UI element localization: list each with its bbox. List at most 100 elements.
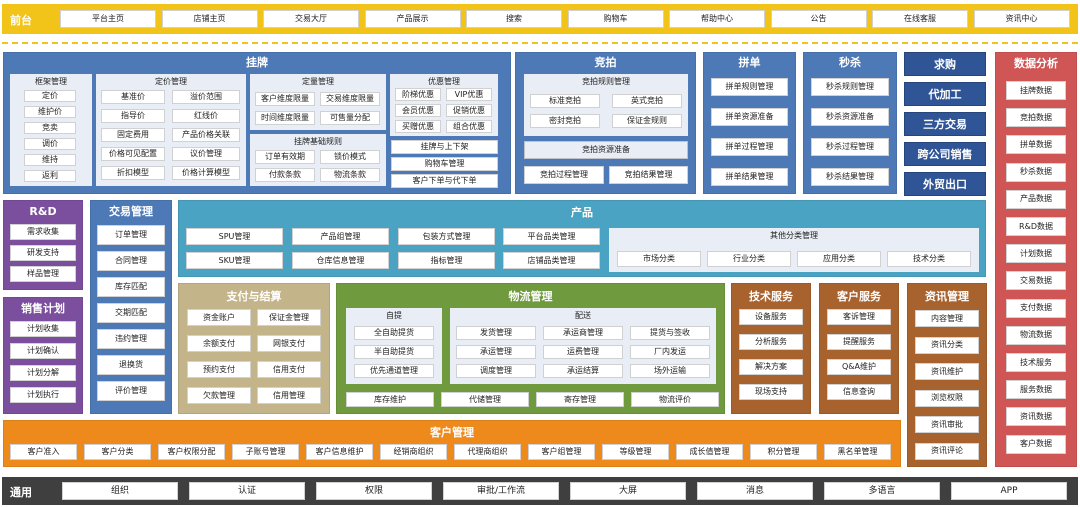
- tongyong-item[interactable]: APP: [951, 482, 1067, 500]
- chanpin-qita-item[interactable]: 技术分类: [887, 251, 971, 267]
- wuliu-peisong-item[interactable]: 承运管理: [456, 345, 536, 359]
- side-item[interactable]: 求购: [904, 52, 986, 76]
- dingjia-item[interactable]: 红线价: [172, 109, 240, 123]
- dingjia-item[interactable]: 固定费用: [101, 128, 165, 142]
- chanpin-item[interactable]: 平台品类管理: [503, 228, 600, 245]
- rd-item[interactable]: 研发支持: [10, 245, 76, 261]
- jichu-item[interactable]: 付款条款: [255, 168, 315, 182]
- chanpin-qita-item[interactable]: 行业分类: [707, 251, 791, 267]
- front-nav-item[interactable]: 购物车: [567, 10, 664, 28]
- kehu-item[interactable]: 黑名单管理: [824, 444, 891, 460]
- guapai-extra-item[interactable]: 购物车管理: [391, 157, 498, 171]
- front-nav-item[interactable]: 资讯中心: [973, 10, 1070, 28]
- shuju-item[interactable]: 产品数据: [1006, 189, 1066, 209]
- kehufuwu-item[interactable]: 客诉管理: [827, 309, 891, 325]
- jingpai-bottom-item[interactable]: 竞拍结果管理: [609, 166, 688, 184]
- shuju-item[interactable]: 交易数据: [1006, 271, 1066, 291]
- kehu-item[interactable]: 等级管理: [602, 444, 669, 460]
- jiaoyi-item[interactable]: 库存匹配: [97, 277, 165, 297]
- front-nav-item[interactable]: 平台主页: [60, 10, 156, 28]
- chanpin-item[interactable]: 店铺品类管理: [503, 252, 600, 269]
- zhifu-item[interactable]: 欠款管理: [187, 387, 251, 404]
- youhui-item[interactable]: VIP优惠: [446, 88, 492, 101]
- front-nav-item[interactable]: 帮助中心: [669, 10, 765, 28]
- wuliu-ziti-item[interactable]: 优先通道管理: [354, 364, 434, 378]
- tongyong-item[interactable]: 审批/工作流: [443, 482, 559, 500]
- kehu-item[interactable]: 客户分类: [84, 444, 151, 460]
- jingpai-bottom-item[interactable]: 竞拍过程管理: [524, 166, 604, 184]
- shuju-item[interactable]: 资讯数据: [1006, 407, 1066, 427]
- jingpai-guize-item[interactable]: 英式竞拍: [612, 94, 682, 108]
- kehu-item[interactable]: 子账号管理: [232, 444, 299, 460]
- kuangjia-item[interactable]: 定价: [24, 90, 76, 102]
- zhifu-item[interactable]: 网银支付: [257, 335, 321, 352]
- zhifu-item[interactable]: 信用支付: [257, 361, 321, 378]
- jichu-item[interactable]: 锁价模式: [320, 150, 380, 164]
- jiaoyi-item[interactable]: 违约管理: [97, 329, 165, 349]
- miaosha-item[interactable]: 秒杀规则管理: [811, 78, 889, 96]
- shuju-item[interactable]: 服务数据: [1006, 380, 1066, 400]
- miaosha-item[interactable]: 秒杀结果管理: [811, 168, 889, 186]
- chanpin-item[interactable]: SKU管理: [186, 252, 283, 269]
- tongyong-item[interactable]: 大屏: [570, 482, 686, 500]
- side-item[interactable]: 跨公司销售: [904, 142, 986, 166]
- wuliu-peisong-item[interactable]: 发货管理: [456, 326, 536, 340]
- shuju-item[interactable]: 计划数据: [1006, 244, 1066, 264]
- zhifu-item[interactable]: 预约支付: [187, 361, 251, 378]
- shuju-item[interactable]: R&D数据: [1006, 217, 1066, 236]
- front-nav-item[interactable]: 店铺主页: [161, 10, 258, 28]
- pindan-item[interactable]: 拼单资源准备: [711, 108, 788, 126]
- dingjia-item[interactable]: 议价管理: [172, 147, 240, 161]
- pindan-item[interactable]: 拼单规则管理: [711, 78, 788, 96]
- youhui-item[interactable]: 组合优惠: [446, 120, 492, 133]
- kehu-item[interactable]: 成长值管理: [676, 444, 743, 460]
- jichu-item[interactable]: 物流条款: [320, 168, 380, 182]
- dingjia-item[interactable]: 指导价: [101, 109, 165, 123]
- tongyong-item[interactable]: 组织: [62, 482, 178, 500]
- chanpin-item[interactable]: 仓库信息管理: [292, 252, 389, 269]
- jishu-item[interactable]: 设备服务: [739, 309, 803, 325]
- tongyong-item[interactable]: 消息: [697, 482, 813, 500]
- shuju-item[interactable]: 竞拍数据: [1006, 108, 1066, 128]
- kuangjia-item[interactable]: 维护价: [24, 106, 76, 118]
- dingliang-item[interactable]: 交易维度限量: [320, 92, 380, 106]
- pindan-item[interactable]: 拼单过程管理: [711, 138, 788, 156]
- wuliu-peisong-item[interactable]: 承运商管理: [543, 326, 623, 340]
- front-nav-item[interactable]: 公告: [770, 10, 867, 28]
- shuju-item[interactable]: 挂牌数据: [1006, 81, 1066, 100]
- xiaoshou-item[interactable]: 计划执行: [10, 387, 76, 403]
- wuliu-peisong-item[interactable]: 提货与签收: [630, 326, 710, 340]
- jingpai-guize-item[interactable]: 标准竞拍: [530, 94, 600, 108]
- shuju-item[interactable]: 支付数据: [1006, 298, 1066, 318]
- shuju-item[interactable]: 技术服务: [1006, 353, 1066, 372]
- front-nav-item[interactable]: 在线客服: [872, 10, 968, 28]
- side-item[interactable]: 外贸出口: [904, 172, 986, 196]
- rd-item[interactable]: 需求收集: [10, 224, 76, 240]
- xiaoshou-item[interactable]: 计划收集: [10, 321, 76, 337]
- shuju-item[interactable]: 客户数据: [1006, 434, 1066, 454]
- wuliu-ziti-item[interactable]: 半自助提货: [354, 345, 434, 359]
- kehu-item[interactable]: 客户权限分配: [158, 444, 225, 460]
- dingjia-item[interactable]: 价格可见配置: [101, 147, 165, 161]
- dingliang-item[interactable]: 可售量分配: [320, 111, 380, 125]
- xiaoshou-item[interactable]: 计划分解: [10, 365, 76, 381]
- kehufuwu-item[interactable]: 提醒服务: [827, 334, 891, 350]
- zixun-item[interactable]: 浏览权限: [915, 389, 979, 407]
- dingjia-item[interactable]: 溢价范围: [172, 90, 240, 104]
- dingjia-item[interactable]: 产品价格关联: [172, 128, 240, 142]
- zhifu-item[interactable]: 保证金管理: [257, 309, 321, 326]
- jishu-item[interactable]: 解决方案: [739, 359, 803, 375]
- jiaoyi-item[interactable]: 订单管理: [97, 225, 165, 245]
- wuliu-peisong-item[interactable]: 调度管理: [456, 364, 536, 378]
- wuliu-bottom-item[interactable]: 寄存管理: [536, 392, 624, 407]
- youhui-item[interactable]: 阶梯优惠: [395, 88, 441, 101]
- wuliu-bottom-item[interactable]: 库存维护: [346, 392, 434, 407]
- wuliu-bottom-item[interactable]: 代储管理: [441, 392, 529, 407]
- wuliu-ziti-item[interactable]: 全自助提货: [354, 326, 434, 340]
- jishu-item[interactable]: 分析服务: [739, 334, 803, 350]
- chanpin-item[interactable]: SPU管理: [186, 228, 283, 245]
- front-nav-item[interactable]: 搜索: [466, 10, 562, 28]
- miaosha-item[interactable]: 秒杀过程管理: [811, 138, 889, 156]
- chanpin-item[interactable]: 包装方式管理: [398, 228, 495, 245]
- jingpai-ziyuan[interactable]: 竞拍资源准备: [524, 141, 688, 159]
